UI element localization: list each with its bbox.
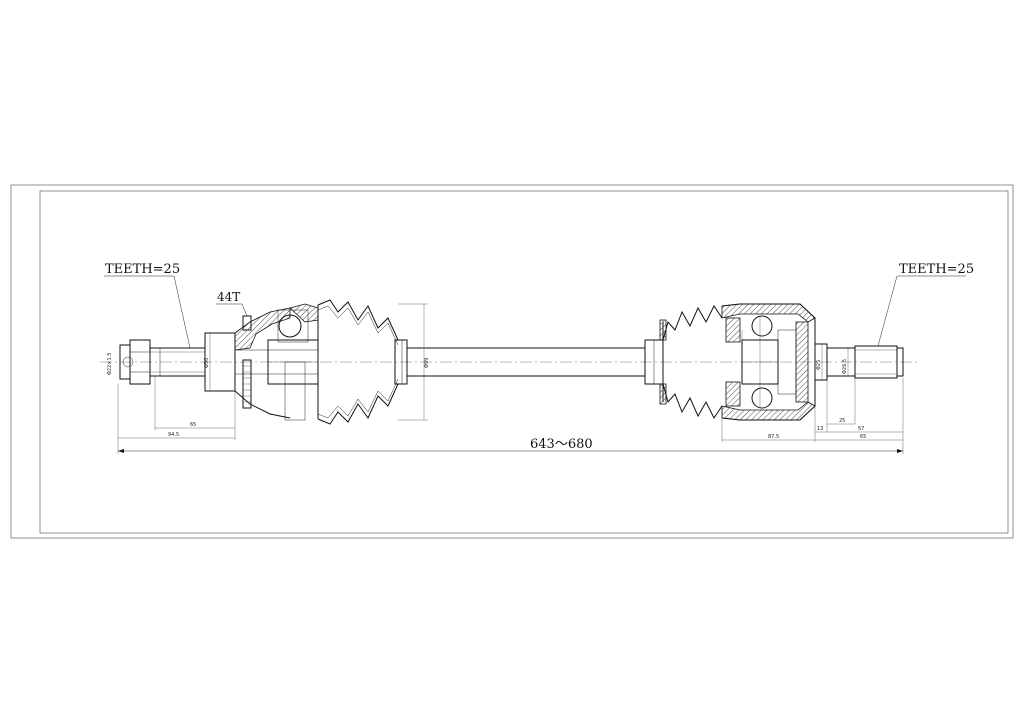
ball-icon xyxy=(278,314,302,338)
left-outer-joint xyxy=(119,303,319,421)
dim-right-shaft-dia: Φ25 xyxy=(816,360,822,370)
left-boot xyxy=(317,299,408,425)
teeth-right-label: TEETH=25 xyxy=(899,262,974,277)
roller-bottom-icon xyxy=(751,387,773,409)
dim-left-spline-dia: Φ22×1.5 xyxy=(107,353,113,375)
dim-right-thread-dia: Φ26.5 xyxy=(842,359,848,374)
overall-length-label: 643～680 xyxy=(530,437,593,452)
inner-frame xyxy=(39,190,1009,534)
dim-right-65: 65 xyxy=(860,434,866,440)
dim-right-25: 25 xyxy=(839,418,845,424)
dim-left-shaft-dia: Φ30 xyxy=(204,358,210,368)
right-dimensions: 25 57 13 87.5 65 Φ25 Φ26.5 xyxy=(721,344,903,442)
right-stub-shaft xyxy=(814,343,904,381)
overall-length-dimension: 643～680 xyxy=(117,378,904,454)
abs-ring-label: 44T xyxy=(217,290,240,304)
outer-frame xyxy=(10,184,1014,539)
teeth-left-label: TEETH=25 xyxy=(105,262,180,277)
dim-boot-dia: Φ99 xyxy=(424,358,430,368)
dim-right-13: 13 xyxy=(817,426,823,432)
dim-right-87-5: 87.5 xyxy=(768,434,779,440)
dim-left-65: 65 xyxy=(190,422,196,428)
left-dimensions: 65 94.5 Φ22×1.5 Φ30 Φ99 xyxy=(107,303,430,440)
abs-ring-callout: 44T xyxy=(216,290,248,317)
teeth-right-callout: TEETH=25 xyxy=(877,262,974,347)
teeth-left-callout: TEETH=25 xyxy=(104,262,191,349)
main-shaft xyxy=(235,347,645,377)
dim-right-57: 57 xyxy=(858,426,864,432)
dim-left-94-5: 94.5 xyxy=(168,432,179,438)
right-inner-joint xyxy=(721,303,816,421)
cotter-pin-icon xyxy=(122,356,134,368)
right-boot xyxy=(644,305,723,419)
roller-top-icon xyxy=(751,315,773,337)
